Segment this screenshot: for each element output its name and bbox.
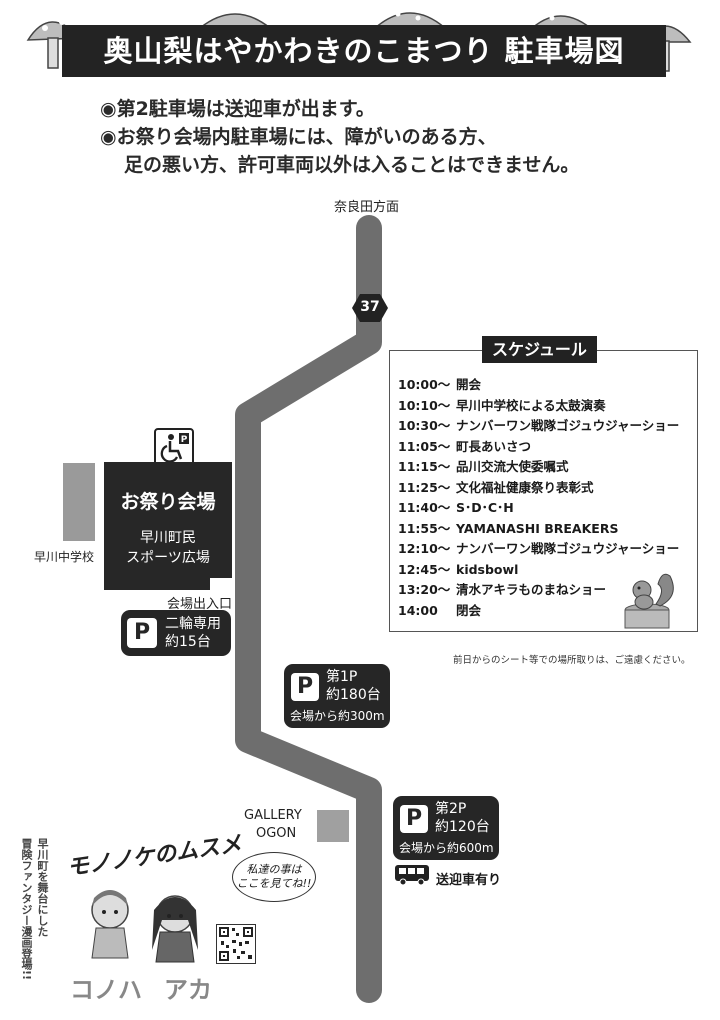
schedule-row: 12:10～ ナンバーワン戦隊ゴジュウジャーショー: [398, 539, 679, 559]
schedule-row: 11:40～ S･D･C･H: [398, 498, 514, 518]
schedule-time: 13:20～: [398, 582, 451, 597]
gallery-label-line1: GALLERY: [244, 808, 302, 823]
schedule-row: 11:15～ 品川交流大使委嘱式: [398, 457, 569, 477]
page-title: 奥山梨はやかわきのこまつり 駐車場図: [103, 34, 625, 68]
schedule-event: kidsbowl: [456, 561, 519, 577]
bubble-line-2: ここを見てね!!: [236, 877, 312, 890]
parking-motorbike-line1: 二輪専用: [165, 616, 221, 632]
schedule-row: 12:45～ kidsbowl: [398, 560, 518, 580]
schedule-row: 11:05～ 町長あいさつ: [398, 437, 531, 457]
parking-lot-1: P 第1P 約180台 会場から約300m: [284, 664, 390, 728]
schedule-time: 12:45～: [398, 561, 451, 577]
bus-icon: [395, 865, 429, 886]
schedule-time: 12:10～: [398, 541, 451, 556]
schedule-row: 10:10～ 早川中学校による太鼓演奏: [398, 396, 606, 416]
parking-p-icon: P: [291, 673, 319, 701]
route-shield-icon: [352, 294, 388, 322]
parking-p-icon: P: [400, 805, 428, 833]
manga-characters-illustration: [91, 890, 198, 963]
notice-line-2: ◉お祭り会場内駐車場には、障がいのある方、: [100, 126, 497, 148]
seat-reservation-note: 前日からのシート等での場所取りは、ご遠慮ください。: [453, 655, 691, 666]
schedule-row: 13:20～ 清水アキラものまねショー: [398, 580, 606, 600]
schedule-event: 文化福祉健康祭り表彰式: [456, 479, 594, 495]
svg-text:P: P: [181, 435, 188, 445]
schedule-row: 10:30～ ナンバーワン戦隊ゴジュウジャーショー: [398, 416, 679, 436]
schedule-event: 町長あいさつ: [456, 438, 532, 454]
route-number: 37: [360, 299, 380, 315]
schedule-row: 11:55～ YAMANASHI BREAKERS: [398, 519, 618, 539]
qr-code-icon[interactable]: [216, 924, 256, 964]
schedule-row: 10:00～ 開会: [398, 375, 481, 395]
schedule-time: 14:00: [398, 602, 438, 618]
venue-sub-line-1: 早川町民: [140, 530, 196, 546]
character-name-konoha: コノハ: [70, 976, 142, 1004]
parking-motorbike-line2: 約15台: [165, 634, 211, 650]
schedule-time: 10:10～: [398, 397, 451, 413]
squirrel-stump-icon: [624, 573, 674, 629]
schedule-time: 11:25～: [398, 479, 451, 495]
schedule-event: 早川中学校による太鼓演奏: [456, 397, 606, 413]
venue-name: お祭り会場: [120, 491, 216, 513]
bubble-line-1: 私達の事は: [246, 863, 302, 876]
parking-lot-2-name: 第2P: [435, 801, 467, 817]
notice-line-1: ◉第2駐車場は送迎車が出ます。: [100, 98, 375, 120]
venue-sub-line-2: スポーツ広場: [126, 550, 210, 566]
parking-lot-1-name: 第1P: [326, 669, 358, 685]
schedule-row: 11:25～ 文化福祉健康祭り表彰式: [398, 478, 594, 498]
gallery-label-line2: OGON: [256, 826, 297, 841]
parking-lot-1-distance: 会場から約300m: [290, 709, 385, 723]
shuttle-label: 送迎車有り: [436, 873, 502, 888]
schedule-time: 10:00～: [398, 377, 451, 392]
venue-subtitle: 早川町民 スポーツ広場: [104, 528, 232, 568]
schedule-time: 11:40～: [398, 500, 451, 515]
gallery-building: [317, 810, 349, 842]
schedule-row: 14:00 閉会: [398, 601, 481, 621]
schedule-event: 開会: [456, 377, 482, 392]
promo-vertical-text-2: 冒険ファンタジー漫画登場!!: [20, 838, 33, 981]
parking-lot-1-capacity: 約180台: [326, 687, 381, 703]
schedule-event: 品川交流大使委嘱式: [456, 459, 569, 474]
promo-vertical-text-1: 早川町を舞台にした: [36, 838, 49, 937]
title-banner: [62, 25, 666, 77]
venue-gate-gap: [210, 578, 232, 590]
schedule-event: YAMANASHI BREAKERS: [456, 520, 619, 536]
schedule-title: スケジュール: [482, 336, 597, 363]
parking-lot-2: P 第2P 約120台 会場から約600m: [393, 796, 499, 860]
schedule-time: 11:15～: [398, 459, 451, 474]
notice-line-3: 足の悪い方、許可車両以外は入ることはできません。: [124, 154, 580, 176]
schedule-time: 11:55～: [398, 520, 451, 536]
parking-lot-2-distance: 会場から約600m: [399, 841, 494, 855]
character-name-aka: アカ: [164, 976, 212, 1004]
parking-lot-2-capacity: 約120台: [435, 819, 490, 835]
festival-venue: [104, 462, 232, 590]
direction-label: 奈良田方面: [334, 200, 400, 215]
parking-motorbike: P 二輪専用 約15台: [121, 610, 231, 656]
schedule-event: S･D･C･H: [456, 500, 514, 515]
school-building: [63, 463, 95, 541]
schedule-event: ナンバーワン戦隊ゴジュウジャーショー: [456, 418, 680, 433]
schedule-time: 11:05～: [398, 438, 451, 454]
wheelchair-parking-icon: P: [154, 428, 194, 468]
parking-p-icon: P: [127, 618, 157, 648]
schedule-event: ナンバーワン戦隊ゴジュウジャーショー: [456, 541, 680, 556]
schedule-event: 清水アキラものまねショー: [456, 582, 607, 597]
speech-bubble: 私達の事は ここを見てね!!: [232, 852, 316, 902]
schedule-time: 10:30～: [398, 418, 451, 433]
venue-gate-label: 会場出入口: [167, 597, 233, 612]
schedule-event: 閉会: [456, 602, 482, 618]
school-label: 早川中学校: [34, 550, 95, 564]
